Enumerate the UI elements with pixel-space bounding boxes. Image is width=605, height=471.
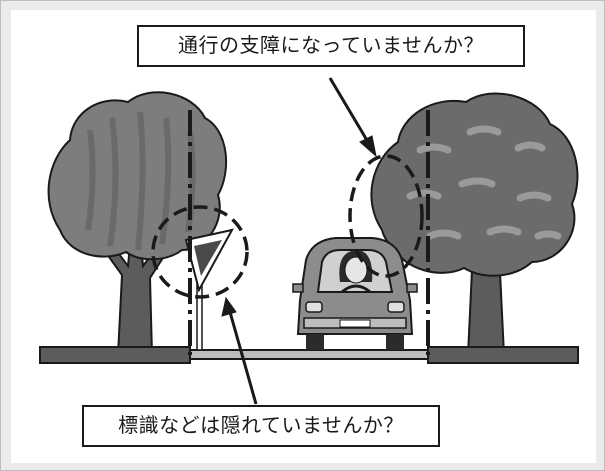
car-mirror-right <box>406 283 418 293</box>
sign-plate-inner <box>194 240 222 276</box>
car-plate <box>339 319 371 328</box>
left-tree-icon <box>47 91 228 356</box>
car-headlight-right <box>387 301 405 313</box>
steering-wheel <box>341 284 371 294</box>
right-tree-texture <box>406 125 562 240</box>
left-tree-texture <box>85 111 196 251</box>
car-headlight-left <box>305 301 323 313</box>
sign-pole <box>196 281 203 351</box>
sidewalk-right <box>427 346 579 364</box>
right-tree-foliage <box>370 92 579 277</box>
callout-sign-visibility-question: 標識などは隠れていませんか？ <box>82 405 440 447</box>
sidewalk-left <box>39 346 191 364</box>
car-wheel-right <box>386 334 404 350</box>
car-wheel-left <box>306 334 324 350</box>
highlight-overhanging-branches <box>348 154 424 278</box>
arrow-to-branches <box>328 77 377 158</box>
driver-face <box>344 256 368 284</box>
arrow-to-sign <box>221 296 258 405</box>
right-tree-icon <box>370 92 579 356</box>
car-mirror-left <box>292 283 304 293</box>
callout-obstruction-question: 通行の支障になっていませんか？ <box>137 25 525 67</box>
driver-icon <box>339 250 373 294</box>
road-surface <box>189 349 429 360</box>
road-sign-icon <box>184 228 234 351</box>
highlight-sign-area <box>151 205 249 299</box>
